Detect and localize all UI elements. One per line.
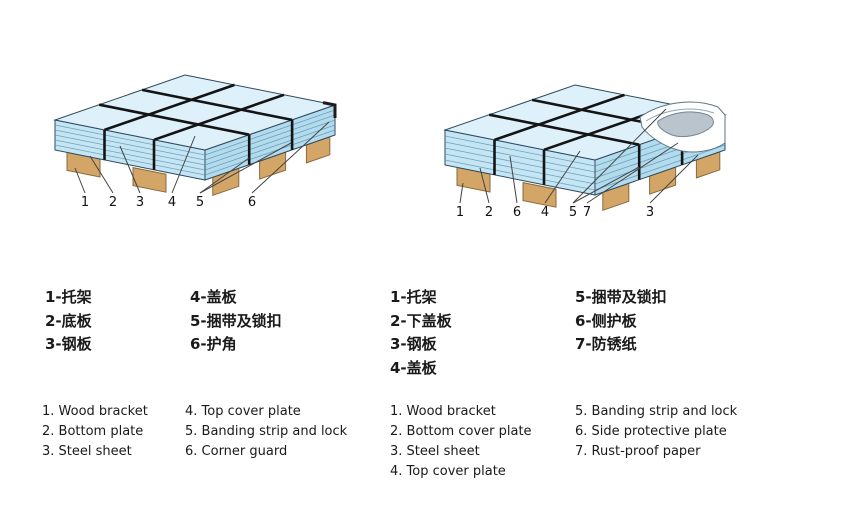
legend-item: 2. Bottom cover plate bbox=[390, 424, 532, 439]
callout-number: 6 bbox=[248, 195, 256, 210]
legend-item: 2-底板 bbox=[45, 311, 92, 330]
leader-lines bbox=[74, 121, 330, 194]
callout-number: 5 bbox=[569, 205, 577, 220]
callout-number: 4 bbox=[168, 195, 176, 210]
legend-left-english-col2: 4. Top cover plate 5. Banding strip and … bbox=[185, 402, 347, 462]
legend-right-english-col2: 5. Banding strip and lock 6. Side protec… bbox=[575, 402, 737, 462]
legend-left-english-col1: 1. Wood bracket 2. Bottom plate 3. Steel… bbox=[42, 402, 148, 462]
legend-left-chinese-col1: 1-托架 2-底板 3-钢板 bbox=[45, 286, 92, 357]
right-figure-illustration: 1 2 6 4 5 7 3 bbox=[443, 84, 727, 220]
left-figure-illustration: 1 2 3 4 5 6 bbox=[53, 74, 337, 210]
legend-item: 6. Side protective plate bbox=[575, 424, 727, 439]
legend-item: 7-防锈纸 bbox=[575, 335, 637, 353]
callout-number: 1 bbox=[81, 195, 89, 210]
cutaway-paper bbox=[639, 101, 726, 153]
legend-item: 2-下盖板 bbox=[390, 311, 452, 330]
legend-item: 1. Wood bracket bbox=[390, 404, 496, 419]
legend-item: 5-捆带及锁扣 bbox=[190, 311, 282, 330]
legend-item: 4. Top cover plate bbox=[390, 464, 506, 479]
callout-number: 1 bbox=[456, 205, 464, 220]
legend-item: 5. Banding strip and lock bbox=[185, 424, 348, 439]
callout-numbers: 1 2 6 4 5 7 3 bbox=[456, 205, 654, 220]
callout-number: 5 bbox=[196, 195, 204, 210]
legend-item: 7. Rust-proof paper bbox=[575, 444, 701, 459]
callout-numbers: 1 2 3 4 5 6 bbox=[81, 195, 256, 210]
corner-guard bbox=[322, 101, 337, 118]
legend-item: 1-托架 bbox=[45, 288, 92, 306]
legend-item: 6. Corner guard bbox=[185, 444, 288, 459]
legend-item: 3. Steel sheet bbox=[42, 444, 132, 459]
legend-item: 5-捆带及锁扣 bbox=[575, 288, 667, 306]
legend-item: 1. Wood bracket bbox=[42, 404, 148, 419]
legend-item: 4-盖板 bbox=[190, 288, 237, 306]
legend-item: 4. Top cover plate bbox=[185, 404, 301, 419]
legend-item: 2. Bottom plate bbox=[42, 424, 144, 439]
legend-item: 3-钢板 bbox=[390, 335, 437, 353]
legend-item: 5. Banding strip and lock bbox=[575, 404, 738, 419]
legend-item: 6-侧护板 bbox=[575, 311, 637, 330]
legend-right-chinese-col1: 1-托架 2-下盖板 3-钢板 4-盖板 bbox=[390, 286, 452, 380]
legend-item: 3-钢板 bbox=[45, 335, 92, 353]
legend-item: 4-盖板 bbox=[390, 358, 437, 377]
legend-item: 1-托架 bbox=[390, 288, 437, 306]
legend-item: 6-护角 bbox=[190, 335, 237, 353]
callout-number: 6 bbox=[513, 205, 521, 220]
callout-number: 4 bbox=[541, 205, 549, 220]
leader-lines bbox=[459, 108, 699, 204]
sheet-stack bbox=[53, 74, 337, 181]
legend-left-chinese-col2: 4-盖板 5-捆带及锁扣 6-护角 bbox=[190, 286, 282, 357]
callout-number: 3 bbox=[646, 205, 654, 220]
legend-right-english-col1: 1. Wood bracket 2. Bottom cover plate 3.… bbox=[390, 402, 532, 482]
legend-right-chinese-col2: 5-捆带及锁扣 6-侧护板 7-防锈纸 bbox=[575, 286, 667, 357]
legend-item: 3. Steel sheet bbox=[390, 444, 480, 459]
callout-number: 7 bbox=[583, 205, 591, 220]
callout-number: 2 bbox=[485, 205, 493, 220]
callout-number: 2 bbox=[109, 195, 117, 210]
straps bbox=[98, 83, 294, 170]
callout-number: 3 bbox=[136, 195, 144, 210]
